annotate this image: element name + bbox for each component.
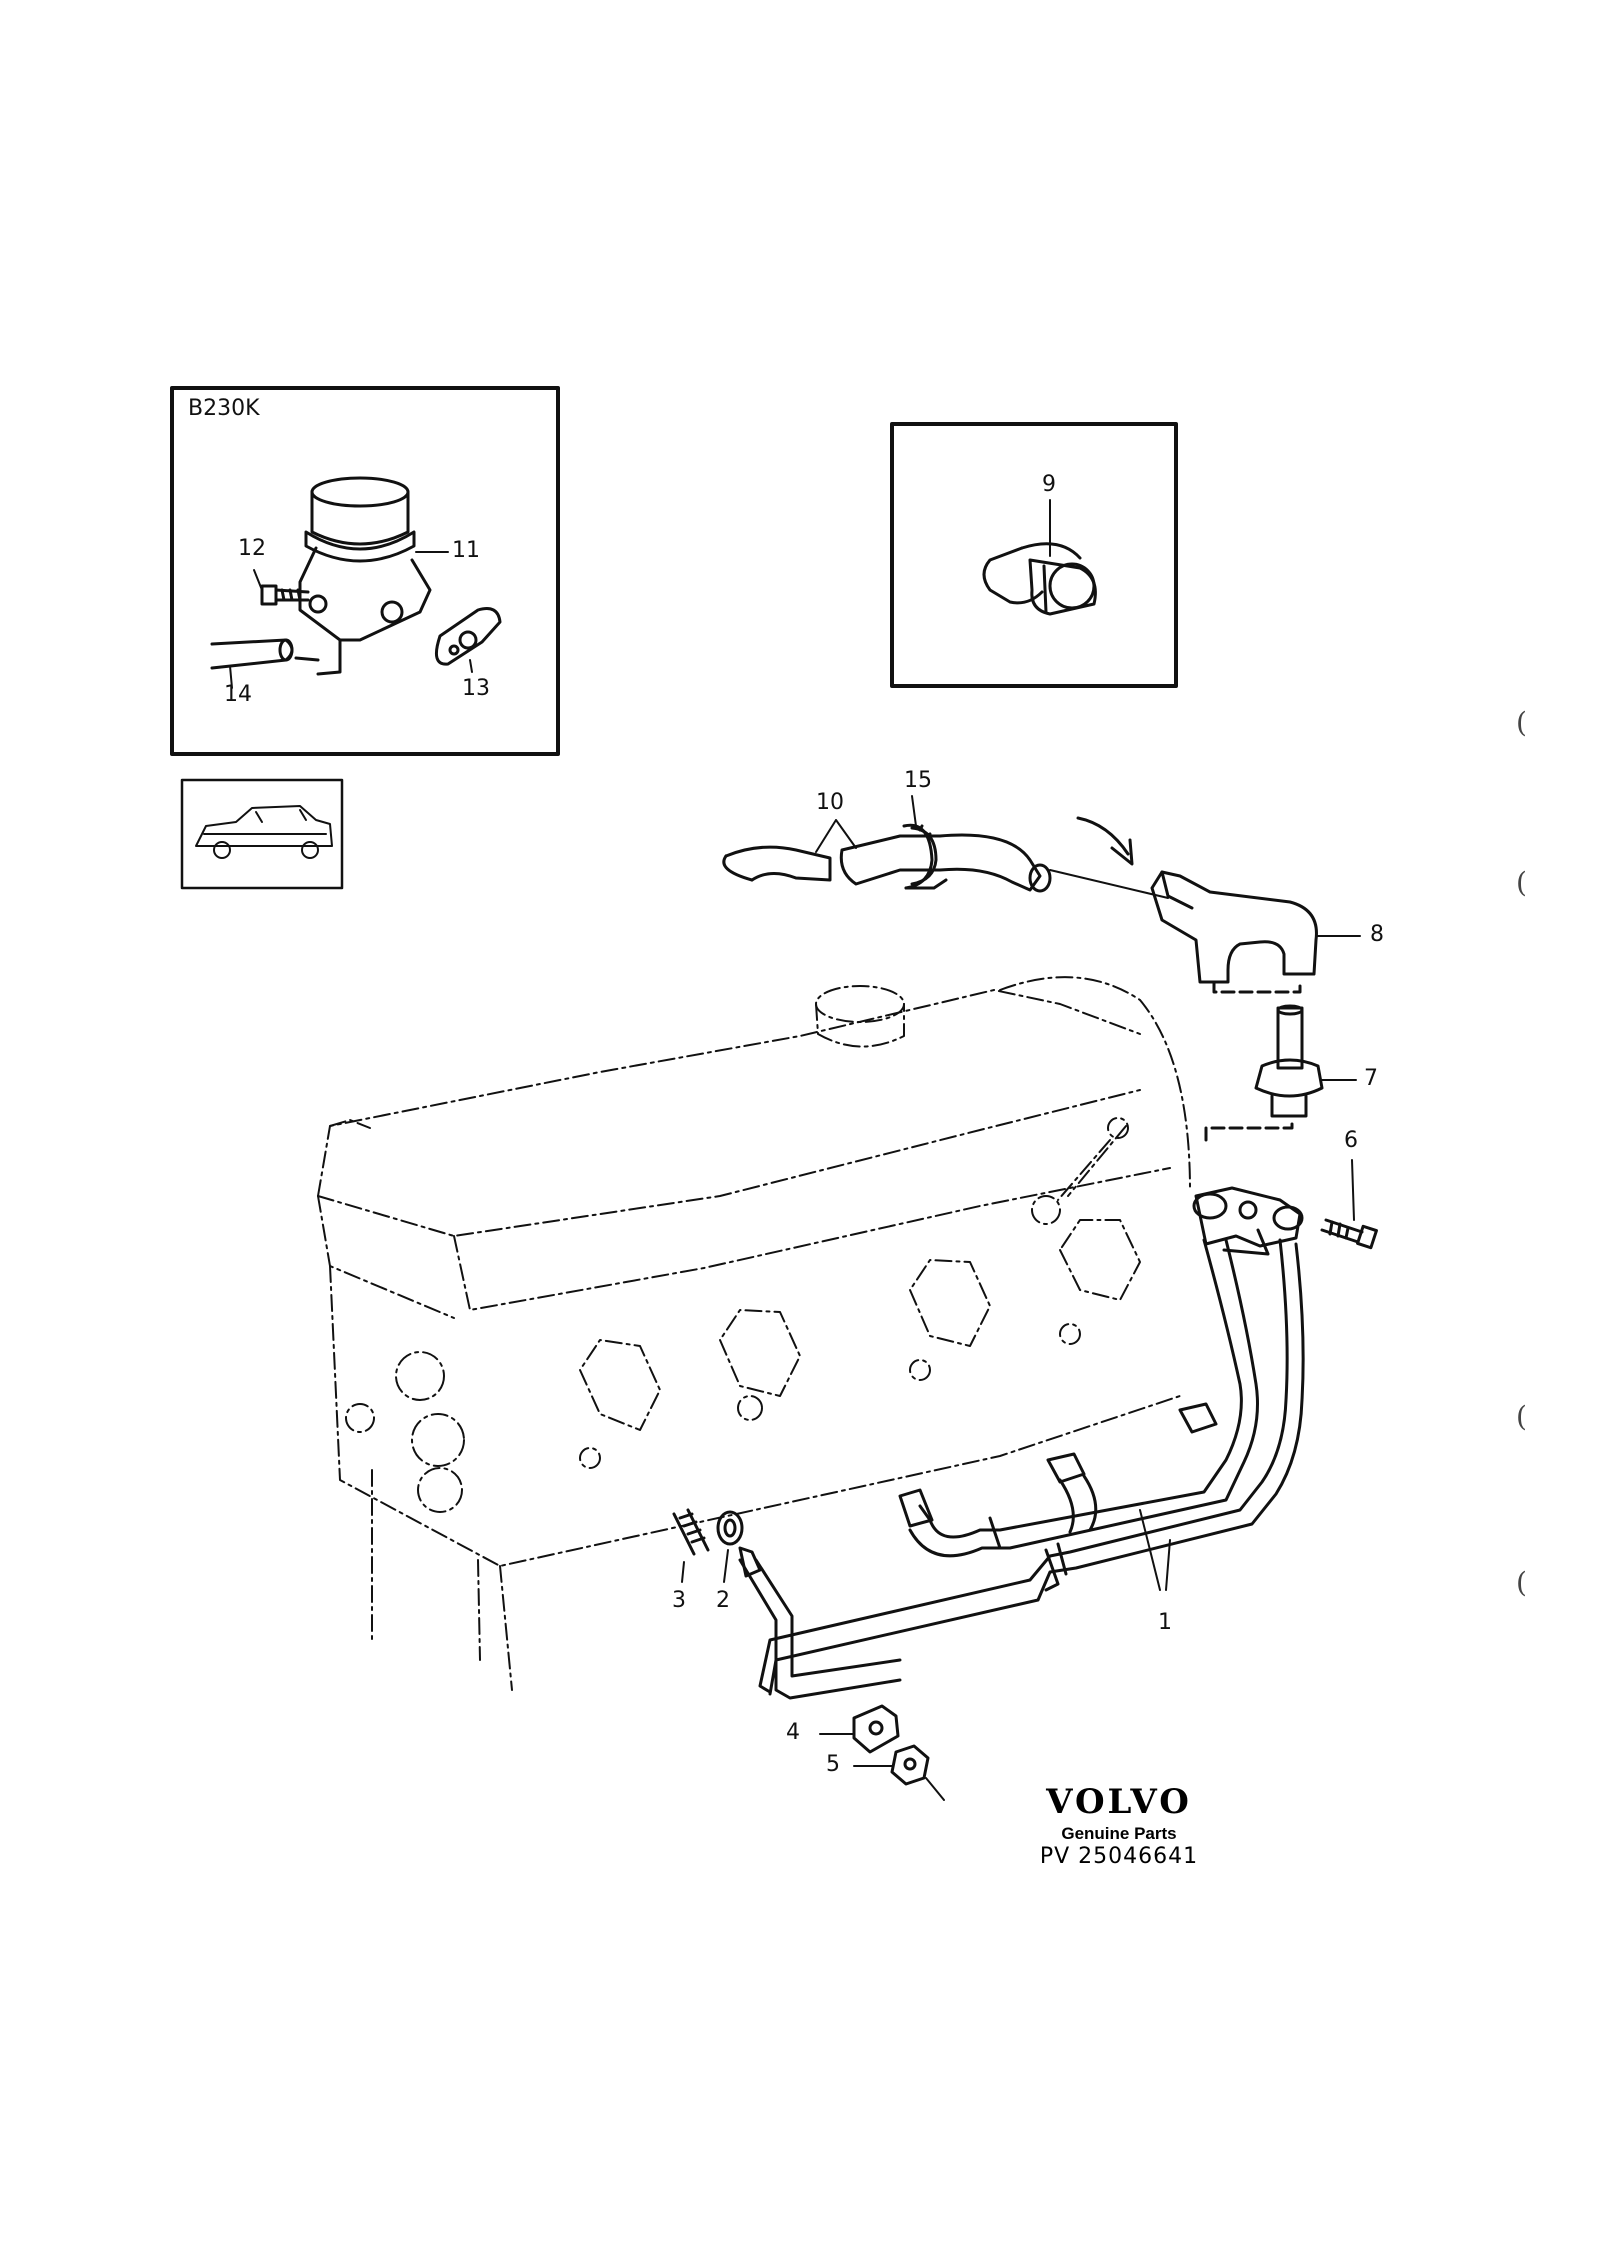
callout-5: 5 — [826, 1752, 840, 1777]
car-silhouette-icon — [195, 805, 333, 859]
part-9-box — [890, 422, 1178, 688]
callout-10: 10 — [816, 790, 844, 815]
volvo-logo: VOLVO — [1046, 1782, 1192, 1822]
callout-2: 2 — [716, 1588, 730, 1613]
callout-12: 12 — [238, 536, 266, 561]
margin-mark: ( — [1516, 866, 1527, 899]
bolt-part-12 — [260, 584, 310, 606]
callout-9: 9 — [1042, 472, 1056, 497]
clamp-part-15 — [902, 823, 948, 890]
gasket-part-13 — [434, 607, 502, 666]
callout-4: 4 — [786, 1720, 800, 1745]
vehicle-model-box — [180, 778, 344, 890]
clamp-part-4 — [852, 1704, 900, 1754]
margin-mark: ( — [1516, 706, 1527, 739]
inset-box-b230k — [170, 386, 560, 756]
brand-block: VOLVO Genuine Parts PV 25046641 — [1024, 1782, 1214, 1869]
valve-part-11 — [298, 476, 432, 676]
washer-part-2 — [716, 1510, 744, 1546]
plug-part-9 — [982, 542, 1097, 616]
callout-6: 6 — [1344, 1128, 1358, 1153]
callout-14: 14 — [224, 682, 252, 707]
hose-part-10 — [722, 833, 1052, 893]
callout-3: 3 — [672, 1588, 686, 1613]
bolt-part-6 — [1320, 1218, 1378, 1250]
margin-mark: ( — [1516, 1400, 1527, 1433]
engine-code-label: B230K — [188, 396, 260, 421]
bracket-part-6-area — [1192, 1186, 1304, 1256]
nipple-part-7 — [1254, 1004, 1324, 1118]
brand-subtitle: Genuine Parts — [1061, 1824, 1177, 1843]
elbow-part-8 — [1150, 870, 1318, 984]
callout-11: 11 — [452, 538, 480, 563]
margin-mark: ( — [1516, 1566, 1527, 1599]
callout-8: 8 — [1370, 922, 1384, 947]
pipe-part-1 — [738, 1238, 1305, 1700]
part-code: PV 25046641 — [1039, 1844, 1199, 1869]
hose-part-14 — [210, 638, 320, 670]
callout-1: 1 — [1158, 1610, 1172, 1635]
callout-15: 15 — [904, 768, 932, 793]
nut-part-5 — [890, 1744, 930, 1786]
engine-block — [317, 976, 1191, 1691]
callout-7: 7 — [1364, 1066, 1378, 1091]
callout-13: 13 — [462, 676, 490, 701]
flow-arrow-icon — [1076, 816, 1130, 856]
stud-part-3 — [672, 1508, 710, 1556]
